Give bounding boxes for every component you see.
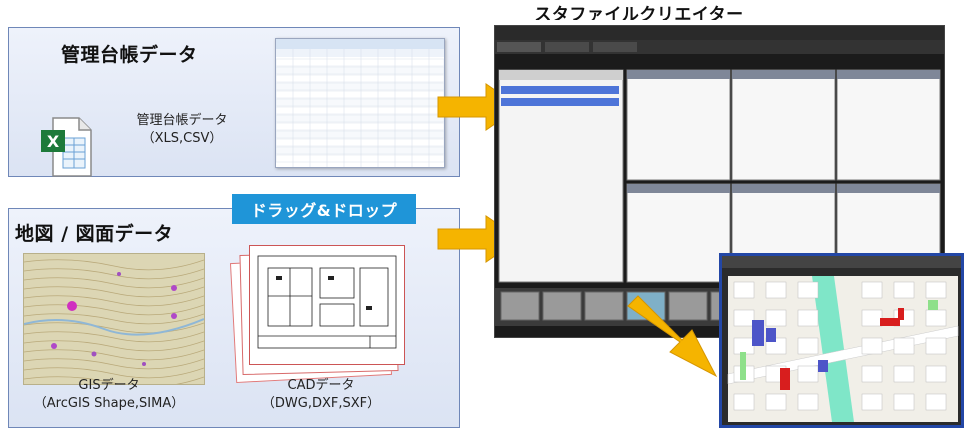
- cad-drawing-thumbnail: [249, 245, 405, 365]
- ledger-file-caption: 管理台帳データ （XLS,CSV）: [107, 112, 257, 148]
- drag-and-drop-label: ドラッグ&ドロップ: [232, 194, 416, 224]
- cad-caption: CADデータ （DWG,DXF,SXF）: [231, 377, 411, 413]
- map-drawing-data-panel: 地図 / 図面データ: [8, 208, 460, 428]
- arrow-down-right-icon: [627, 295, 718, 378]
- app-title: スタファイルクリエイター: [534, 5, 744, 20]
- ledger-file-formats: （XLS,CSV）: [141, 131, 223, 146]
- gis-label: GISデータ: [78, 378, 140, 393]
- map-view-screenshot: [719, 253, 964, 428]
- svg-text:X: X: [47, 132, 60, 151]
- excel-file-icon: X: [41, 117, 92, 177]
- cad-label: CADデータ: [287, 378, 355, 393]
- cad-formats: （DWG,DXF,SXF）: [261, 396, 381, 411]
- map-panel-title: 地図 / 図面データ: [15, 223, 174, 245]
- ledger-panel-title: 管理台帳データ: [61, 44, 198, 66]
- spreadsheet-thumbnail: [275, 38, 445, 168]
- gis-caption: GISデータ （ArcGIS Shape,SIMA）: [9, 377, 209, 413]
- ledger-data-panel: 管理台帳データ X 管理台帳データ （XLS,CSV）: [8, 27, 460, 177]
- gis-formats: （ArcGIS Shape,SIMA）: [33, 396, 185, 411]
- ledger-file-label: 管理台帳データ: [136, 113, 228, 128]
- gis-map-thumbnail: [23, 253, 205, 385]
